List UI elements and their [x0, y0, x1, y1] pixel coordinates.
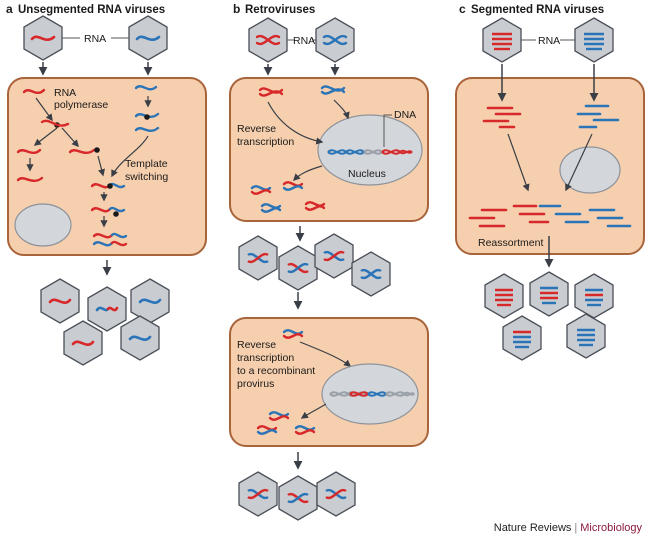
- chimera-rna-b2b: [282, 333, 304, 339]
- virion-blue-parent-b: [315, 17, 355, 63]
- chimera-blue-part-a3: [110, 232, 128, 239]
- template-switching-label-2: switching: [125, 171, 168, 183]
- polymerase-dot-3: [144, 114, 150, 120]
- blue-rna-copy-a2: [134, 126, 160, 133]
- reverse-transcription-arrow-blue: [333, 99, 350, 120]
- chimera-blue-part-a4: [92, 241, 114, 247]
- rt-provirus-label-1: Reverse: [237, 339, 276, 351]
- progeny-virion-a2: [87, 286, 127, 332]
- nucleus-c: [559, 146, 621, 194]
- rna-polymerase-label-2: polymerase: [54, 99, 108, 111]
- panel-b-letter: b: [233, 2, 240, 16]
- red-rna-copy-a4: [16, 176, 44, 183]
- rt-provirus-label-4: provirus: [237, 378, 274, 390]
- reverse-transcription-arrow-red: [267, 101, 324, 145]
- chimera-group-b1: [250, 181, 326, 213]
- journal-credit: Nature Reviews|Microbiology: [494, 522, 642, 534]
- rna-label-b: RNA: [293, 35, 315, 47]
- panel-c-title: Segmented RNA viruses: [471, 4, 604, 16]
- chimera-rna-b2a: [282, 329, 304, 335]
- journal-name: Microbiology: [580, 522, 642, 534]
- panel-a-title: Unsegmented RNA viruses: [18, 4, 165, 16]
- dna-leader-line: [383, 114, 392, 147]
- dna-helix-b1: [327, 149, 413, 155]
- reverse-transcription-label-2: transcription: [237, 136, 294, 148]
- panel-a-letter: a: [6, 2, 13, 16]
- progeny-virion-a4: [63, 320, 103, 366]
- red-rna-copy-a2: [16, 148, 42, 155]
- virion-red-parent-a: [23, 15, 63, 61]
- progeny-virion-c3: [574, 273, 614, 319]
- export-arrow-b2: [300, 403, 327, 419]
- red-rna-b2: [258, 90, 284, 97]
- dna-label: DNA: [394, 109, 416, 121]
- segment-arrow-blue-c: [565, 133, 593, 192]
- progeny-virion-a3: [130, 278, 170, 324]
- nucleus-a: [14, 203, 72, 247]
- rt-provirus-label-2: transcription: [237, 352, 294, 364]
- polymerase-arrow-a: [35, 97, 53, 122]
- virion-red-parent-b: [248, 17, 288, 63]
- chimera-red-part-a4: [110, 240, 128, 247]
- panel-b: b Retroviruses RNA Reverse transcription: [229, 2, 429, 521]
- progeny-virion-b4: [351, 251, 391, 297]
- red-rna-copy-a3: [68, 148, 96, 155]
- branch-arrow-left-a: [33, 127, 58, 146]
- rna-label-a: RNA: [84, 33, 106, 45]
- polymerase-dot-4: [107, 183, 113, 189]
- reassortment-pool-c: [468, 204, 632, 228]
- red-rna-copy-a1: [40, 119, 70, 127]
- rna-polymerase-label-1: RNA: [54, 87, 76, 99]
- chimera-blue-part-a2: [108, 206, 126, 213]
- progeny-virion-b6: [278, 475, 318, 521]
- reverse-transcription-label-1: Reverse: [237, 123, 276, 135]
- nucleus-b2: [321, 363, 419, 425]
- progeny-virion-c1: [484, 273, 524, 319]
- blue-segments-c: [576, 104, 620, 129]
- export-arrow-b1: [292, 165, 323, 182]
- progeny-virion-c5: [566, 313, 606, 359]
- panel-a: a Unsegmented RNA viruses RNA: [6, 2, 207, 366]
- red-rna-a: [22, 88, 46, 95]
- credit-separator: |: [574, 522, 578, 534]
- chimera-group-b2: [256, 411, 316, 435]
- provirus-helix-b2: [329, 391, 415, 397]
- blue-rna-a: [134, 85, 158, 91]
- progeny-virion-b3: [314, 233, 354, 279]
- chimera-red-part-a3: [92, 233, 114, 239]
- polymerase-dot-2: [94, 147, 100, 153]
- panel-b-title: Retroviruses: [245, 4, 315, 16]
- panel-c-letter: c: [459, 2, 466, 16]
- progeny-virion-b5: [238, 471, 278, 517]
- chimera-red-part-a2: [90, 207, 112, 213]
- reassortment-label: Reassortment: [478, 237, 543, 249]
- progeny-virion-a1: [40, 278, 80, 324]
- red-segments-c: [482, 106, 522, 129]
- blue-rna-b2: [320, 88, 346, 95]
- virion-red-parent-c: [482, 17, 522, 63]
- template-switching-label-1: Template: [125, 158, 168, 170]
- segment-arrow-red-c: [507, 133, 530, 192]
- progeny-virion-a5: [120, 315, 160, 361]
- panel-c: c Segmented RNA viruses RNA: [455, 2, 645, 361]
- branch-arrow-right-a: [61, 127, 79, 148]
- progeny-virion-c2: [529, 271, 569, 317]
- rna-label-c: RNA: [538, 35, 560, 47]
- virion-blue-parent-a: [128, 15, 168, 61]
- virion-blue-parent-c: [574, 17, 614, 63]
- publisher-name: Nature Reviews: [493, 522, 572, 534]
- nucleus-label: Nucleus: [348, 168, 386, 180]
- progeny-virion-b2: [278, 245, 318, 291]
- jump-arrow-a: [97, 155, 106, 177]
- template-switch-arrow-a: [111, 135, 149, 178]
- rt-provirus-label-3: to a recombinant: [237, 365, 315, 377]
- progeny-virion-b1: [238, 235, 278, 281]
- polymerase-dot-5: [113, 211, 119, 217]
- progeny-virion-b7: [316, 471, 356, 517]
- progeny-virion-c4: [502, 315, 542, 361]
- provirus-arrow-b2: [299, 341, 352, 367]
